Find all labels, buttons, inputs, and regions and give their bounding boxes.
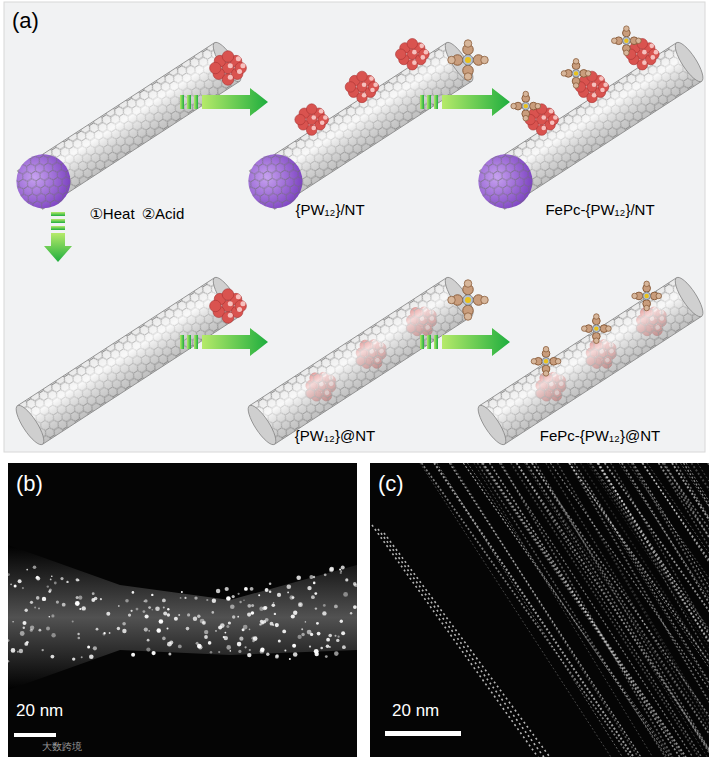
fepc-molecule xyxy=(561,59,591,89)
process-arrow xyxy=(180,88,268,116)
catalyst-particle xyxy=(468,144,543,219)
pom-cluster xyxy=(345,71,379,103)
process-arrow xyxy=(420,88,510,116)
fepc-molecule xyxy=(612,26,642,56)
fepc-molecule xyxy=(581,314,611,344)
stage-caption: FePc-{PW₁₂}/NT xyxy=(545,201,654,218)
figure-panel: (a) xyxy=(4,2,705,452)
stage-caption: {PW₁₂}@NT xyxy=(295,427,375,444)
micrograph-texture xyxy=(372,463,709,757)
nanotube xyxy=(6,36,248,219)
process-arrow xyxy=(420,328,510,356)
process-arrow xyxy=(180,328,268,356)
step-label: ②Acid xyxy=(142,205,185,222)
micrograph xyxy=(370,463,709,757)
scale-bar xyxy=(385,731,461,736)
scale-bar xyxy=(14,733,56,737)
fepc-molecule xyxy=(511,91,541,121)
micrograph xyxy=(8,463,357,757)
panel-letter: (b) xyxy=(16,471,43,496)
stage-caption: {PW₁₂}/NT xyxy=(295,201,364,218)
panel-letter: (a) xyxy=(12,8,39,33)
process-arrow xyxy=(44,212,72,262)
pom-cluster xyxy=(396,38,430,70)
fepc-molecule xyxy=(531,346,561,376)
panel-letter: (c) xyxy=(378,471,404,496)
watermark: 大数跨境 xyxy=(42,741,82,753)
stage-caption: FePc-{PW₁₂}@NT xyxy=(540,427,660,444)
scale-label: 20 nm xyxy=(392,701,439,721)
nanotube xyxy=(443,0,709,219)
pom-cluster xyxy=(295,104,329,136)
nanotube xyxy=(244,274,478,448)
catalyst-particle xyxy=(6,144,81,219)
nanotube xyxy=(462,256,708,448)
nanotube xyxy=(223,13,479,219)
nanotube xyxy=(12,274,246,448)
figure-panel: (b) 20 nm xyxy=(8,463,357,757)
scale-label: 20 nm xyxy=(16,701,63,721)
panel-ground xyxy=(4,2,705,452)
pom-cluster xyxy=(210,289,247,324)
fepc-molecule xyxy=(632,281,662,311)
micrograph-texture xyxy=(8,545,357,690)
step-label: ①Heat xyxy=(89,205,134,222)
pom-cluster xyxy=(210,51,247,86)
figure-panel: (c) 20 nm xyxy=(370,463,709,757)
fepc-molecule xyxy=(448,280,489,321)
fepc-molecule xyxy=(448,40,489,81)
